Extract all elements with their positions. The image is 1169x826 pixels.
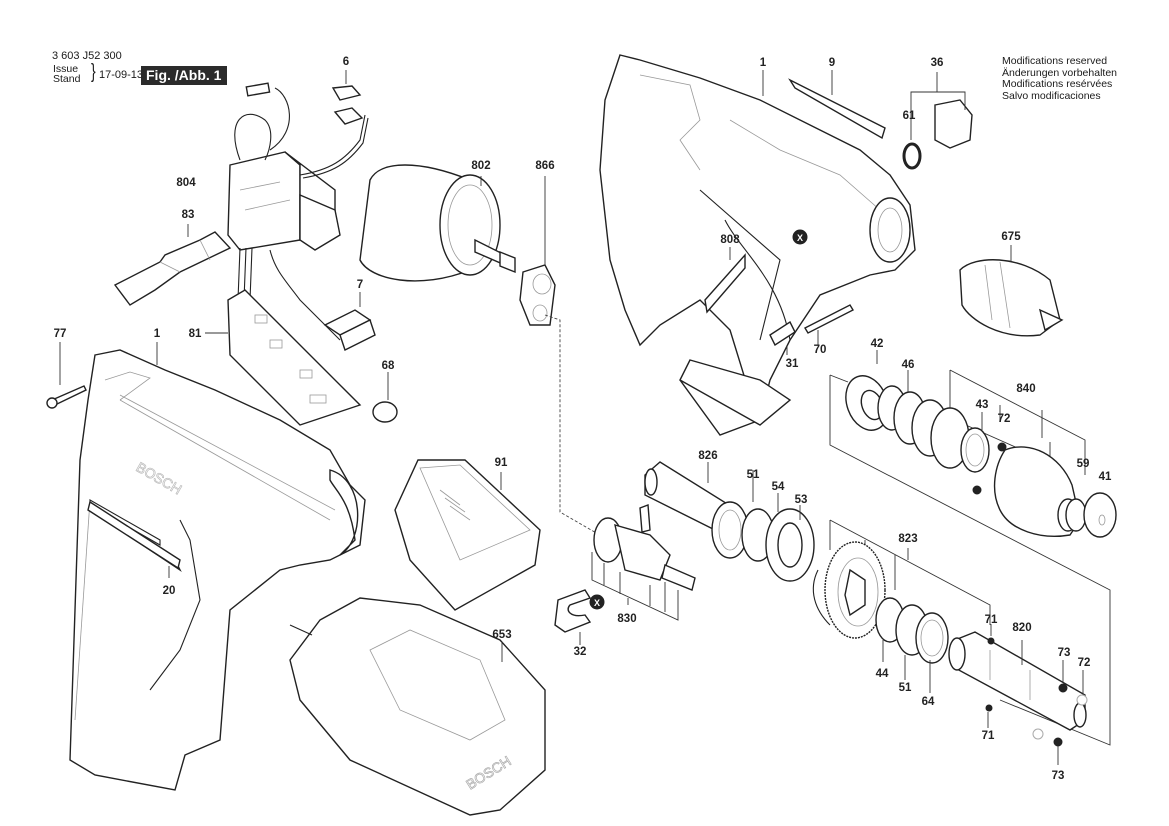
label-part-808: 808 (720, 234, 740, 246)
label-part-7: 7 (356, 279, 364, 291)
part-20-label-strip (87, 500, 181, 578)
part-71-ball-lower (985, 704, 993, 712)
label-part-653: 653 (492, 629, 512, 641)
part-43-sleeve (960, 412, 990, 473)
figure-label: Fig. /Abb. 1 (141, 66, 228, 85)
part-866-bearing-holder (519, 176, 606, 539)
document-number: 3 603 J52 300 (52, 50, 122, 62)
label-part-804: 804 (176, 177, 196, 189)
part-9-strip (788, 70, 886, 140)
label-part-51-lower: 51 (898, 682, 912, 694)
label-part-54: 54 (771, 481, 785, 493)
label-part-36: 36 (930, 57, 944, 69)
label-part-41: 41 (1098, 471, 1112, 483)
part-820-spindle (948, 631, 1087, 731)
label-part-68: 68 (381, 360, 395, 372)
part-72-ball-outline (1076, 694, 1088, 706)
part-71-ball-upper (987, 637, 995, 645)
label-part-823: 823 (898, 533, 918, 545)
label-part-42: 42 (870, 338, 884, 350)
label-part-71-lower: 71 (981, 730, 995, 742)
label-part-675: 675 (1001, 231, 1021, 243)
part-70-pin (804, 304, 854, 345)
part-802-motor (359, 164, 516, 282)
issue-label: Issue Stand (53, 63, 81, 85)
part-36-switch-cap (910, 72, 973, 149)
part-59-ring (1065, 498, 1087, 532)
label-part-91: 91 (494, 457, 508, 469)
label-part-44: 44 (875, 668, 889, 680)
label-part-802: 802 (471, 160, 491, 172)
label-part-53: 53 (794, 494, 808, 506)
svg-text:X: X (797, 233, 803, 243)
label-part-830: 830 (617, 613, 637, 625)
label-part-32: 32 (573, 646, 587, 658)
part-6-connector (331, 70, 364, 125)
part-77-screw (46, 342, 87, 409)
x-marker-housing: X (792, 229, 808, 245)
part-72-ball-outline-lower (1032, 728, 1044, 740)
part-808-label (704, 247, 746, 314)
label-part-820: 820 (1012, 622, 1032, 634)
part-53-bearing (765, 505, 815, 582)
label-part-46: 46 (901, 359, 915, 371)
label-part-77: 77 (53, 328, 67, 340)
part-73-ball-lower (1053, 737, 1063, 747)
label-part-64: 64 (921, 696, 935, 708)
brace-symbol: } (91, 61, 96, 83)
label-part-9: 9 (828, 57, 836, 69)
label-part-73-lower: 73 (1051, 770, 1065, 782)
part-81-circuit-board (205, 289, 362, 426)
part-68-cap (372, 401, 398, 423)
notice-line-fr: Modifications resérvées (1002, 78, 1113, 90)
part-31-pin (769, 320, 796, 355)
label-part-1-left: 1 (153, 328, 161, 340)
label-part-59: 59 (1076, 458, 1090, 470)
part-91-battery (394, 459, 541, 611)
switch-assembly-804 (227, 82, 369, 341)
part-72-ball-lower (972, 485, 982, 495)
part-7-plug (323, 292, 376, 351)
label-part-71-upper: 71 (984, 614, 998, 626)
part-gear-wheel (812, 541, 886, 639)
label-part-83: 83 (181, 209, 195, 221)
part-72-ball (997, 442, 1007, 452)
label-part-61: 61 (902, 110, 916, 122)
part-653-charger: BOSCH (289, 597, 546, 816)
part-64-ring (915, 612, 949, 693)
part-46-spring (877, 370, 970, 469)
part-675-chuck (959, 245, 1064, 337)
part-41-cap (1083, 492, 1117, 538)
part-61-o-ring (902, 142, 922, 170)
label-part-1-right: 1 (759, 57, 767, 69)
notice-line-en: Modifications reserved (1002, 55, 1108, 67)
label-part-72-upper: 72 (997, 413, 1011, 425)
part-83-plate (113, 224, 232, 306)
issue-date: 17-09-13 (99, 69, 144, 81)
label-part-840: 840 (1016, 383, 1036, 395)
modifications-notice: Modifications reserved Änderungen vorbeh… (1002, 55, 1118, 102)
label-part-31: 31 (785, 358, 799, 370)
x-marker-clip: X (594, 598, 600, 608)
label-part-81: 81 (188, 328, 202, 340)
label-part-20: 20 (162, 585, 176, 597)
label-part-73-upper: 73 (1057, 647, 1071, 659)
label-part-43: 43 (975, 399, 989, 411)
label-part-866: 866 (535, 160, 555, 172)
label-part-826: 826 (698, 450, 718, 462)
label-part-70: 70 (813, 344, 827, 356)
label-part-6: 6 (342, 56, 350, 68)
notice-line-es: Salvo modificaciones (1002, 89, 1101, 102)
part-32-clip: X (554, 589, 605, 645)
part-73-ball-upper (1058, 683, 1068, 693)
part-830-gear-shaft (591, 504, 696, 621)
label-part-72-lower: 72 (1077, 657, 1091, 669)
label-part-51-upper: 51 (746, 469, 760, 481)
notice-line-de: Änderungen vorbehalten (1002, 66, 1118, 79)
housing-half-right (599, 54, 916, 436)
